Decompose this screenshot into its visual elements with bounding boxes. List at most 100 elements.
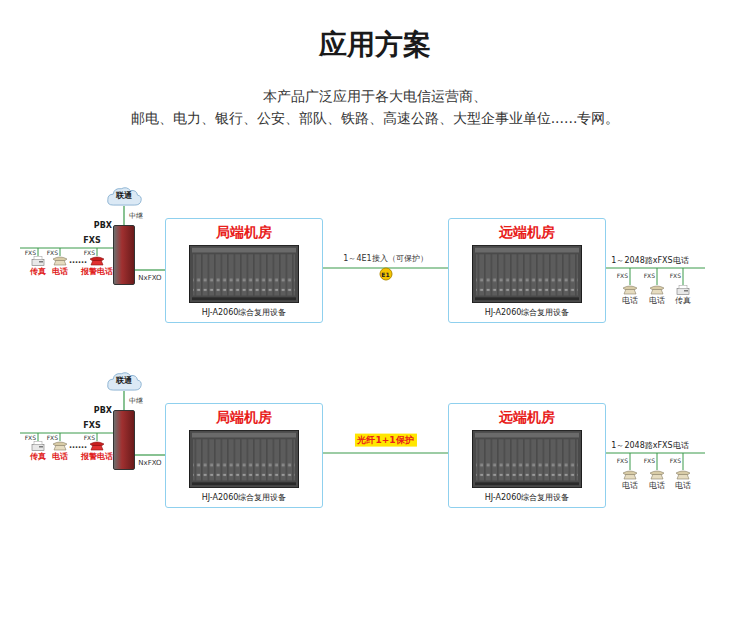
device-name: HJ-A2060综合复用设备 <box>485 308 570 318</box>
annotation-label: FXS <box>47 249 58 256</box>
edge-label: 1～4E1接入（可保护） <box>342 254 428 264</box>
annotation-label: 电话 <box>622 296 638 306</box>
annotation-label: 电话 <box>622 481 638 491</box>
annotation-label: 传真 <box>675 296 691 306</box>
edge-label: NxFXO <box>137 459 162 467</box>
room-heading: 远端机房 <box>499 224 555 241</box>
cloud-outline <box>108 188 142 205</box>
annotation-label: 电话 <box>649 481 665 491</box>
drop-line <box>630 268 631 285</box>
machine-room-box: 局端机房 HJ-A2060综合复用设备 <box>165 403 323 508</box>
device-name: HJ-A2060综合复用设备 <box>202 493 287 503</box>
annotation-label: FXS <box>670 272 681 279</box>
fxs-bus-line <box>20 433 113 434</box>
phone-icon <box>53 257 67 265</box>
device-name: HJ-A2060综合复用设备 <box>485 493 570 503</box>
annotation-label: FXS <box>670 457 681 464</box>
device-name: HJ-A2060综合复用设备 <box>202 308 287 318</box>
edge-label: 中继 <box>128 211 144 219</box>
annotation-label: FXS <box>84 249 95 256</box>
annotation-label: 电话 <box>649 296 665 306</box>
annotation-label: FXS <box>84 434 95 441</box>
cloud-node: 联通 <box>106 371 142 391</box>
machine-room-box: 远端机房 HJ-A2060综合复用设备 <box>448 403 606 508</box>
annotation-label: FXS <box>644 457 655 464</box>
annotation-label: 电话 <box>675 481 691 491</box>
phone-icon <box>623 471 637 479</box>
machine-room-box: 远端机房 HJ-A2060综合复用设备 <box>448 218 606 323</box>
multiplexer-chassis <box>190 430 299 487</box>
fax-icon <box>32 257 44 266</box>
connector-line <box>135 454 165 455</box>
drop-line <box>97 248 98 256</box>
drop-line <box>657 268 658 285</box>
annotation-label: 报警电话 <box>81 267 113 277</box>
machine-room-box: 局端机房 HJ-A2060综合复用设备 <box>165 218 323 323</box>
alarm-phone-icon <box>90 257 104 265</box>
edge-label: 中继 <box>128 396 144 404</box>
pbx-label: PBX <box>94 221 112 231</box>
annotation-label: 报警电话 <box>81 452 113 462</box>
pbx-cabinet: PBX <box>113 410 135 470</box>
pbx-label: PBX <box>94 406 112 416</box>
subtitle-text: 本产品广泛应用于各大电信运营商、 <box>263 88 487 105</box>
annotation-label: ...... <box>69 441 87 451</box>
phone-icon <box>650 471 664 479</box>
room-heading: 局端机房 <box>216 224 272 241</box>
annotation-label: FXS <box>25 249 36 256</box>
phone-icon <box>53 442 67 450</box>
fax-icon <box>32 442 44 451</box>
annotation-label: 1～2048路xFXS电话 <box>611 256 688 266</box>
fax-icon <box>677 286 689 295</box>
annotation-label: 传真 <box>30 452 46 462</box>
annotation-label: 1～2048路xFXS电话 <box>611 441 688 451</box>
edge-label: 光纤1+1保护 <box>354 434 416 447</box>
annotation-label: FXS <box>25 434 36 441</box>
drop-line <box>60 433 61 441</box>
drop-line <box>60 248 61 256</box>
annotation-label: 电话 <box>52 452 68 462</box>
connector-line <box>135 269 165 270</box>
fxs-bus-line <box>606 268 705 269</box>
drop-line <box>683 453 684 470</box>
phone-icon <box>676 471 690 479</box>
phone-icon <box>650 286 664 294</box>
annotation-label: FXS <box>617 457 628 464</box>
annotation-label: 电话 <box>52 267 68 277</box>
cloud-outline <box>108 373 142 390</box>
room-heading: 局端机房 <box>216 409 272 426</box>
connector-line <box>323 452 448 453</box>
subtitle-text: 邮电、电力、银行、公安、部队、铁路、高速公路、大型企事业单位......专网。 <box>131 110 620 127</box>
carrier-name: 联通 <box>116 191 132 201</box>
carrier-name: 联通 <box>116 376 132 386</box>
phone-icon <box>623 286 637 294</box>
drop-line <box>97 433 98 441</box>
multiplexer-chassis <box>190 245 299 302</box>
annotation-label: FXS <box>644 272 655 279</box>
pbx-cabinet: PBX <box>113 225 135 285</box>
fxs-bus-line <box>606 453 705 454</box>
connector-line <box>123 206 124 225</box>
room-heading: 远端机房 <box>499 409 555 426</box>
annotation-label: FXS <box>47 434 58 441</box>
multiplexer-chassis <box>473 430 582 487</box>
drop-line <box>683 268 684 285</box>
drop-line <box>38 248 39 256</box>
cloud-node: 联通 <box>106 186 142 206</box>
annotation-label: FXS <box>83 421 100 431</box>
connector-line <box>123 391 124 410</box>
annotation-label: ...... <box>69 256 87 266</box>
drop-line <box>657 453 658 470</box>
title-text: 应用方案 <box>0 28 750 62</box>
annotation-label: 传真 <box>30 267 46 277</box>
edge-label: NxFXO <box>137 274 162 282</box>
multiplexer-chassis <box>473 245 582 302</box>
alarm-phone-icon <box>90 442 104 450</box>
link-badge: E1 <box>379 268 392 281</box>
annotation-label: FXS <box>617 272 628 279</box>
annotation-label: FXS <box>83 236 100 246</box>
drop-line <box>630 453 631 470</box>
fxs-bus-line <box>20 248 113 249</box>
drop-line <box>38 433 39 441</box>
